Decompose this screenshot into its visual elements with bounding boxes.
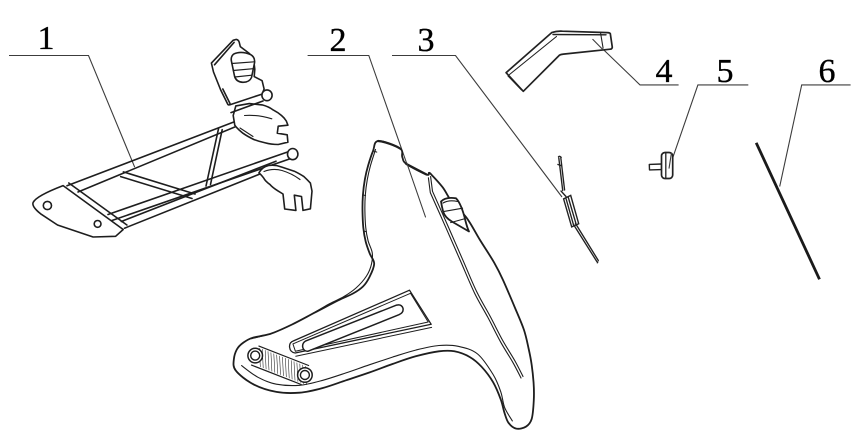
svg-text:5: 5 — [717, 53, 734, 90]
svg-text:1: 1 — [38, 20, 55, 57]
svg-text:6: 6 — [819, 53, 836, 90]
svg-text:2: 2 — [330, 22, 347, 59]
svg-text:3: 3 — [418, 22, 435, 59]
svg-text:4: 4 — [656, 53, 673, 90]
